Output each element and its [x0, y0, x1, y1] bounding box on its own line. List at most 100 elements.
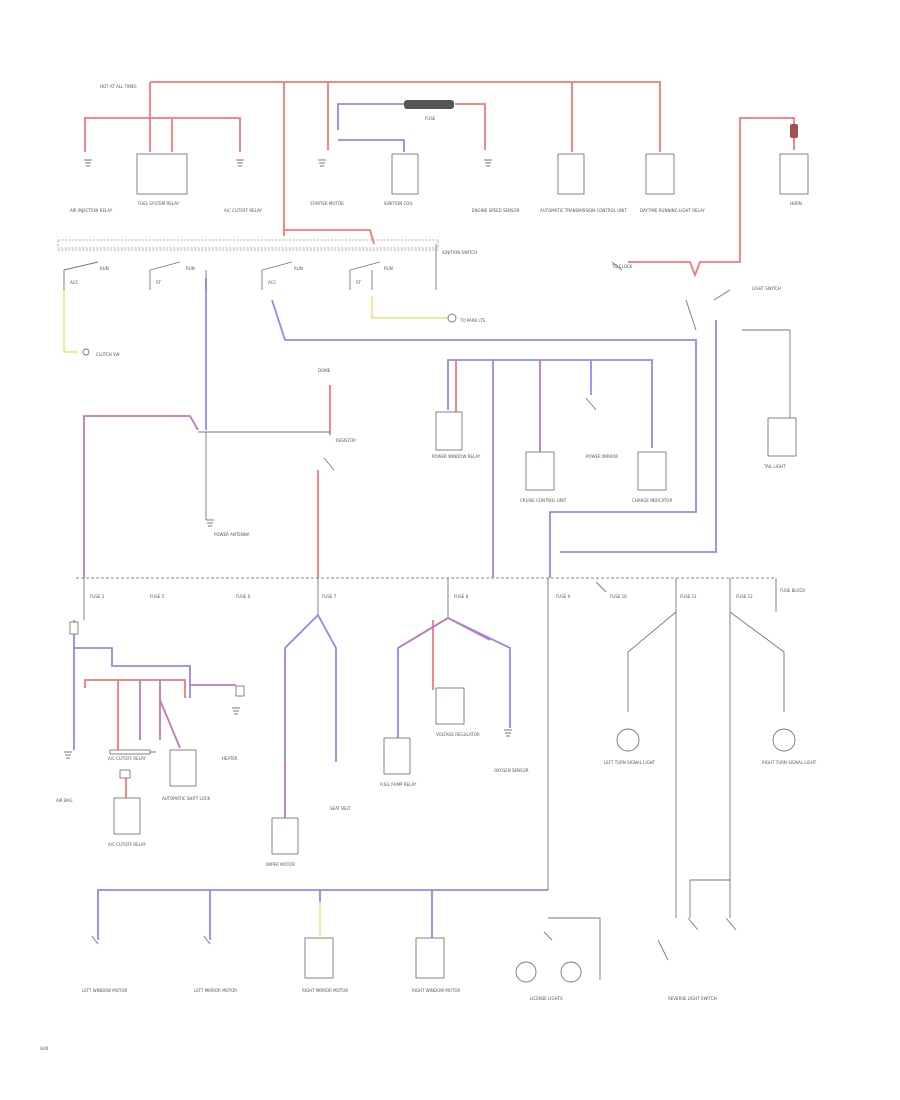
- wire-blue: [97, 889, 548, 940]
- switch-icon: [725, 917, 737, 931]
- ignition-switch: IGNITION SWITCH ACC RUN ST RUN ACC RUN S…: [57, 239, 477, 290]
- component-label: RIGHT WINDOW MOTOR: [412, 988, 461, 993]
- switch-contact: [149, 261, 181, 271]
- wire-purple: [447, 617, 491, 641]
- component-label: LEFT TURN SIGNAL LIGHT: [604, 760, 656, 765]
- wire-blue: [560, 320, 717, 553]
- wire-purple: [159, 699, 181, 749]
- component-label: POWER WINDOW RELAY: [432, 454, 481, 459]
- component-label: A/C CUTOFF RELAY: [108, 842, 146, 847]
- component-label: POWER MIRROR: [586, 454, 618, 459]
- wire-yellow: [371, 296, 448, 319]
- component-label: DOME: [318, 368, 331, 373]
- component-label: AUTOMATIC SHIFT LOCK: [162, 796, 211, 801]
- run-label: RUN: [294, 266, 303, 271]
- ground-icon: [484, 159, 492, 167]
- component-box: [557, 153, 585, 195]
- component-label: LEFT WINDOW MOTOR: [82, 988, 127, 993]
- switch-icon: [611, 261, 623, 271]
- wire-blue: [74, 647, 191, 698]
- bulb-icon: [560, 961, 582, 983]
- switch-icon: [685, 299, 697, 331]
- component-label: LEFT MIRROR MOTOR: [194, 988, 237, 993]
- component-label: STARTER MOTOR: [310, 201, 344, 206]
- fuse-label: FUSE 5: [150, 594, 165, 599]
- bulb-icon: [515, 961, 537, 983]
- switch-icon: [657, 939, 669, 961]
- component-box: [645, 153, 675, 195]
- component-label: RIGHT TURN SIGNAL LIGHT: [762, 760, 817, 765]
- wire-blue: [338, 139, 405, 152]
- run-label: RUN: [100, 266, 109, 271]
- wire-red-main: [150, 81, 661, 152]
- component-label: SEAT BELT: [330, 806, 351, 811]
- ground-icon: [318, 159, 326, 167]
- switch-contact: [63, 261, 99, 271]
- component-box: [435, 687, 465, 725]
- ground-icon: [206, 519, 214, 527]
- ground-icon: [232, 707, 240, 715]
- component-label: A/C CUTOFF RELAY: [224, 208, 262, 213]
- component-label: WIPER MOTOR: [266, 862, 295, 867]
- component-label: VOLTAGE REGULATOR: [436, 732, 480, 737]
- component-label: AIR INJECTION RELAY: [70, 208, 113, 213]
- wire-purple: [397, 617, 449, 649]
- ground-icon: [84, 159, 92, 167]
- components: [64, 153, 809, 983]
- wire-yellow: [63, 290, 78, 353]
- acc-label: ACC: [70, 280, 78, 285]
- fuse-label: FUSE 10: [610, 594, 627, 599]
- ground-icon: [504, 729, 512, 737]
- wire-blue: [317, 614, 337, 762]
- fusible-link-icon: [404, 100, 454, 109]
- component-label: LICENSE LIGHTS: [530, 996, 563, 1001]
- component-box: [271, 817, 299, 855]
- component-label: CLUTCH SW: [96, 352, 120, 357]
- component-label: RESISTOR: [336, 438, 356, 443]
- component-label: HEATER: [222, 756, 238, 761]
- wire-gray: [689, 879, 730, 918]
- component-label: FUEL SYSTEM RELAY: [138, 201, 180, 206]
- component-box: [304, 937, 334, 979]
- to-clock-label: TO CLOCK: [611, 264, 633, 269]
- bulb-icon: [772, 728, 796, 752]
- fuse-label: FUSE 7: [322, 594, 337, 599]
- component-label: CHARGE INDICATOR: [632, 498, 672, 503]
- wire-red: [84, 117, 241, 152]
- wire-red: [84, 679, 186, 698]
- component-label: AIR BAG: [56, 798, 72, 803]
- component-label: REVERSE LIGHT SWITCH: [668, 996, 717, 1001]
- component-label: OXYGEN SENSOR: [494, 768, 529, 773]
- switch-contact: [261, 261, 293, 271]
- component-box: [113, 797, 141, 835]
- fuse-label: FUSE 3: [90, 594, 105, 599]
- thin-wires: [126, 244, 791, 980]
- run-label: RUN: [186, 266, 195, 271]
- switch-icon: [323, 457, 335, 471]
- component-label: CRUISE CONTROL UNIT: [520, 498, 567, 503]
- component-label: RIGHT MIRROR MOTOR: [302, 988, 348, 993]
- component-label: POWER ANTENNA: [214, 532, 250, 537]
- component-label: FUEL PUMP RELAY: [380, 782, 417, 787]
- wire-blue: [284, 614, 319, 760]
- component-box: [391, 153, 419, 195]
- switch-icon: [713, 289, 731, 301]
- component-label: DAYTIME RUNNING LIGHT RELAY: [640, 208, 705, 213]
- switch-icon: [585, 397, 597, 411]
- component-label: A/C CUTOFF RELAY: [108, 756, 146, 761]
- wire-gray: [627, 611, 677, 712]
- light-switch-label: LIGHT SWITCH: [752, 286, 781, 291]
- component-label: HORN: [790, 201, 802, 206]
- connector-icon: [82, 348, 90, 356]
- component-box: [136, 153, 188, 195]
- component-label: AUTOMATIC TRANSMISSION CONTROL UNIT: [540, 208, 627, 213]
- signal-wires: [73, 103, 717, 940]
- page-id: G00: [40, 1046, 49, 1051]
- st-label: ST: [156, 280, 162, 285]
- component-box: [779, 153, 809, 195]
- bulb-icon: [616, 728, 640, 752]
- wire-blue: [271, 299, 697, 578]
- yellow-wires: [63, 290, 448, 935]
